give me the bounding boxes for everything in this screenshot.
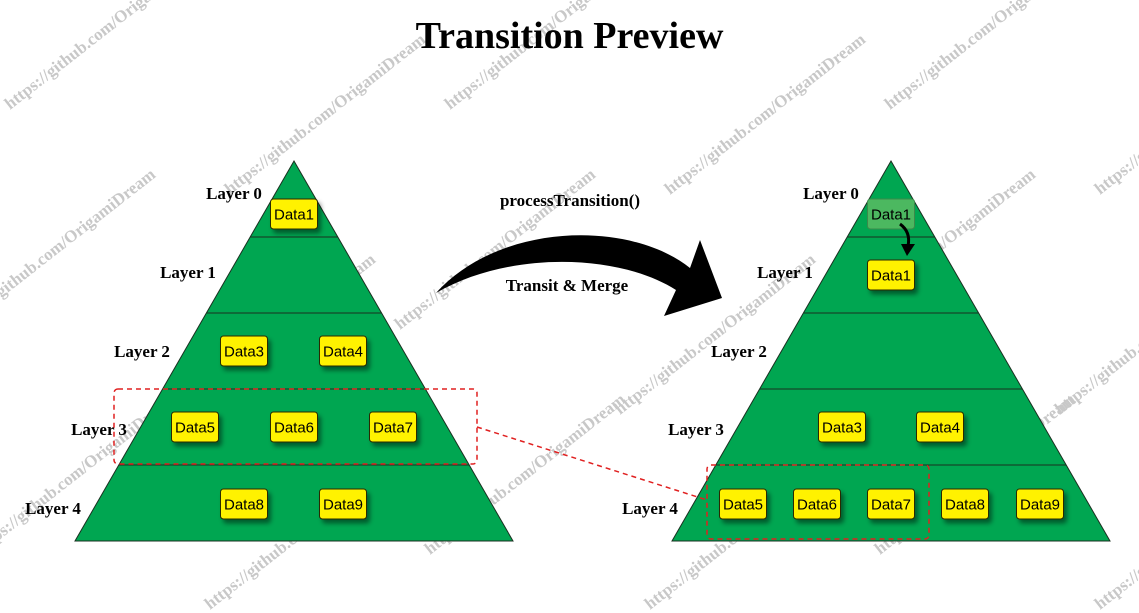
after-data-node: Data5 <box>719 488 767 520</box>
data-node-label: Data4 <box>920 420 960 437</box>
before-data-node: Data1 <box>270 198 318 230</box>
watermark-text: https://github.com/OrigamiDream <box>0 165 159 334</box>
page-title: Transition Preview <box>415 15 724 57</box>
after-layer-label: Layer 3 <box>668 420 724 439</box>
before-data-node: Data7 <box>369 411 417 443</box>
after-ghost-node: Data1 <box>867 198 915 230</box>
data-node-label: Data6 <box>274 420 314 437</box>
before-data-node: Data5 <box>171 411 219 443</box>
data-node-label: Data4 <box>323 344 363 361</box>
data-node-box <box>719 488 767 520</box>
data-node-box <box>369 411 417 443</box>
data-node-box <box>867 198 915 230</box>
data-node-label: Data3 <box>224 344 264 361</box>
transition-arrow-icon <box>436 235 722 316</box>
data-node-label: Data8 <box>945 497 985 514</box>
after-data-node: Data1 <box>867 259 915 291</box>
data-node-box <box>867 259 915 291</box>
data-node-box <box>319 488 367 520</box>
data-node-box <box>941 488 989 520</box>
data-node-label: Data5 <box>175 420 215 437</box>
after-layer-label: Layer 1 <box>757 263 813 282</box>
after-layer-labels: Layer 0 Layer 1 Layer 2 Layer 3 Layer 4 <box>622 184 859 518</box>
before-data-node: Data3 <box>220 335 268 367</box>
data-node-label: Data9 <box>323 497 363 514</box>
data-node-label: Data1 <box>274 207 314 224</box>
before-layer-label: Layer 1 <box>160 263 216 282</box>
after-layer-label: Layer 2 <box>711 342 767 361</box>
after-data-node: Data8 <box>941 488 989 520</box>
before-layer-label: Layer 3 <box>71 420 127 439</box>
before-layer-label: Layer 4 <box>25 499 81 518</box>
arrow-label: Transit & Merge <box>506 276 629 295</box>
pyramid-after-shape <box>671 159 1111 542</box>
before-layer-label: Layer 2 <box>114 342 170 361</box>
function-label: processTransition() <box>500 191 640 210</box>
after-highlight-box <box>706 464 930 540</box>
data-node-box <box>220 335 268 367</box>
data-node-label: Data1 <box>871 207 911 224</box>
data-node-box <box>270 411 318 443</box>
data-node-label: Data1 <box>871 268 911 285</box>
data-node-label: Data5 <box>723 497 763 514</box>
data-node-box <box>220 488 268 520</box>
move-down-arrow-icon <box>899 222 915 256</box>
pyramid-before <box>74 159 514 542</box>
highlight-connector <box>476 426 708 501</box>
before-layer-labels: Layer 0 Layer 1 Layer 2 Layer 3 Layer 4 <box>25 184 262 518</box>
pyramid-before-shape <box>74 159 514 542</box>
after-data-node: Data7 <box>867 488 915 520</box>
data-node-box <box>319 335 367 367</box>
before-highlight-box <box>113 388 478 465</box>
data-node-label: Data9 <box>1020 497 1060 514</box>
after-data-node: Data6 <box>793 488 841 520</box>
data-node-box <box>916 411 964 443</box>
data-node-label: Data8 <box>224 497 264 514</box>
after-layer-label: Layer 4 <box>622 499 678 518</box>
data-node-label: Data6 <box>797 497 837 514</box>
data-node-box <box>867 488 915 520</box>
after-data-node: Data3 <box>818 411 866 443</box>
before-data-node: Data6 <box>270 411 318 443</box>
after-data-node: Data4 <box>916 411 964 443</box>
data-node-label: Data7 <box>871 497 911 514</box>
data-node-box <box>818 411 866 443</box>
before-layer-label: Layer 0 <box>206 184 262 203</box>
after-data-node: Data9 <box>1016 488 1064 520</box>
after-layer-label: Layer 0 <box>803 184 859 203</box>
before-data-node: Data9 <box>319 488 367 520</box>
data-node-label: Data7 <box>373 420 413 437</box>
data-node-box <box>171 411 219 443</box>
data-node-box <box>270 198 318 230</box>
data-node-box <box>793 488 841 520</box>
before-data-node: Data4 <box>319 335 367 367</box>
before-data-node: Data8 <box>220 488 268 520</box>
data-node-box <box>1016 488 1064 520</box>
data-node-label: Data3 <box>822 420 862 437</box>
